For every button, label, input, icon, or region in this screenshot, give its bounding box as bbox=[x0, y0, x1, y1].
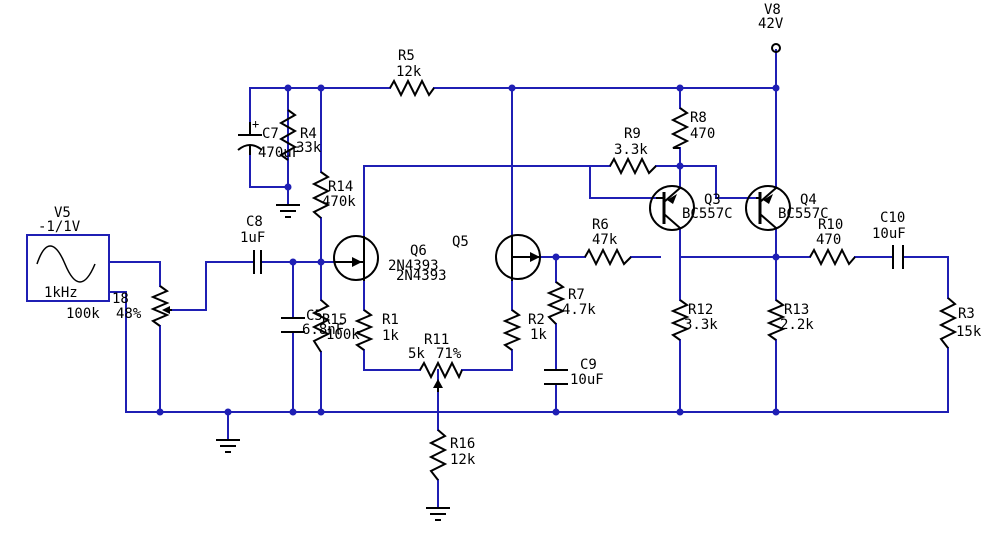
capacitor-c9[interactable] bbox=[544, 369, 568, 385]
c5-name: C5 bbox=[306, 308, 323, 324]
r3-name: R3 bbox=[958, 306, 975, 322]
r15-value: 100k bbox=[326, 327, 360, 343]
jfet-q5[interactable] bbox=[495, 234, 541, 281]
r5-name: R5 bbox=[398, 48, 415, 64]
resistor-r9[interactable] bbox=[609, 156, 657, 176]
resistor-r5[interactable] bbox=[389, 78, 435, 98]
r1-value: 1k bbox=[382, 328, 399, 344]
c10-name: C10 bbox=[880, 210, 905, 226]
r7-name: R7 bbox=[568, 287, 585, 303]
resistor-r6[interactable] bbox=[584, 247, 632, 267]
potentiometer-r18[interactable] bbox=[150, 285, 172, 327]
r5-value: 12k bbox=[396, 64, 422, 80]
r13-name: R13 bbox=[784, 302, 809, 318]
resistor-r16[interactable] bbox=[428, 429, 448, 481]
r16-value: 12k bbox=[450, 452, 476, 468]
labels: V8 42V V5 -1/1V 1kHz R5 12k C7 470uF R4 … bbox=[38, 2, 982, 468]
resistor-r10[interactable] bbox=[809, 247, 856, 267]
r18-name: 18 bbox=[112, 291, 129, 307]
q3-model: BC557C bbox=[682, 206, 733, 222]
c7-value: 470uF bbox=[258, 145, 300, 161]
r16-name: R16 bbox=[450, 436, 475, 452]
r11-value: 5k bbox=[408, 346, 425, 362]
capacitor-c8[interactable] bbox=[253, 250, 262, 274]
pnp-transistor-q3[interactable] bbox=[649, 185, 695, 231]
signal-source-v5[interactable] bbox=[26, 234, 110, 302]
resistor-r2[interactable] bbox=[502, 309, 522, 351]
c9-name: C9 bbox=[580, 357, 597, 373]
ground-symbol bbox=[426, 507, 450, 521]
c9-value: 10uF bbox=[570, 372, 604, 388]
q3-name: Q3 bbox=[704, 192, 721, 208]
pnp-transistor-q4[interactable] bbox=[745, 185, 791, 231]
r7-value: 4.7k bbox=[562, 302, 596, 318]
r6-name: R6 bbox=[592, 217, 609, 233]
junctions bbox=[156, 84, 780, 416]
r18-extra: 48% bbox=[116, 306, 142, 322]
r12-value: 3.3k bbox=[684, 317, 718, 333]
resistor-r7[interactable] bbox=[546, 281, 566, 325]
source-name: V5 bbox=[54, 205, 71, 221]
r6-value: 47k bbox=[592, 232, 618, 248]
r10-name: R10 bbox=[818, 217, 843, 233]
source-value: -1/1V bbox=[38, 219, 81, 235]
capacitor-c5[interactable] bbox=[281, 317, 305, 333]
supply-name: V8 bbox=[764, 2, 781, 18]
ground-symbol bbox=[216, 439, 240, 453]
r2-value: 1k bbox=[530, 327, 547, 343]
r12-name: R12 bbox=[688, 302, 713, 318]
r9-value: 3.3k bbox=[614, 142, 648, 158]
r11-extra: 71% bbox=[436, 346, 462, 362]
r3-value: 15k bbox=[956, 324, 982, 340]
wires bbox=[109, 49, 949, 509]
resistor-r4[interactable] bbox=[278, 109, 298, 161]
potentiometer-r11[interactable] bbox=[419, 360, 463, 392]
r14-value: 470k bbox=[322, 194, 356, 210]
r8-value: 470 bbox=[690, 126, 715, 142]
q5-model: 2N4393 bbox=[396, 268, 447, 284]
resistor-r3[interactable] bbox=[938, 297, 958, 349]
q5-name: Q5 bbox=[452, 234, 469, 250]
capacitor-c10[interactable] bbox=[892, 245, 904, 269]
r4-value: 33k bbox=[296, 140, 322, 156]
source-freq: 1kHz bbox=[44, 285, 78, 301]
q4-name: Q4 bbox=[800, 192, 817, 208]
q6-name: Q6 bbox=[410, 243, 427, 259]
q4-model: BC557C bbox=[778, 206, 829, 222]
svg-text:+: + bbox=[252, 117, 259, 131]
r15-name: R15 bbox=[322, 312, 347, 328]
q6-model: 2N4393 bbox=[388, 258, 439, 274]
c8-name: C8 bbox=[246, 214, 263, 230]
resistor-r1[interactable] bbox=[354, 309, 374, 351]
resistor-r8[interactable] bbox=[670, 107, 690, 149]
r18-value: 100k bbox=[66, 306, 100, 322]
c8-value: 1uF bbox=[240, 230, 265, 246]
resistor-r14[interactable] bbox=[311, 171, 331, 219]
r14-name: R14 bbox=[328, 179, 353, 195]
component-symbols: + bbox=[26, 43, 958, 521]
capacitor-c7[interactable]: + bbox=[237, 117, 263, 155]
c10-value: 10uF bbox=[872, 226, 906, 242]
jfet-q6[interactable] bbox=[333, 235, 379, 281]
ground-symbol bbox=[276, 204, 300, 218]
r1-name: R1 bbox=[382, 312, 399, 328]
resistor-r13[interactable] bbox=[766, 299, 786, 341]
r11-name: R11 bbox=[424, 332, 449, 348]
r2-name: R2 bbox=[528, 312, 545, 328]
r8-name: R8 bbox=[690, 110, 707, 126]
resistor-r12[interactable] bbox=[670, 299, 690, 341]
resistor-r15[interactable] bbox=[311, 299, 331, 353]
r9-name: R9 bbox=[624, 126, 641, 142]
supply-value: 42V bbox=[758, 16, 784, 32]
r4-name: R4 bbox=[300, 126, 317, 142]
c5-value: 6.8nF bbox=[302, 322, 344, 338]
c7-name: C7 bbox=[262, 126, 279, 142]
supply-terminal[interactable] bbox=[771, 43, 781, 53]
r13-value: 2.2k bbox=[780, 317, 814, 333]
r10-value: 470 bbox=[816, 232, 841, 248]
